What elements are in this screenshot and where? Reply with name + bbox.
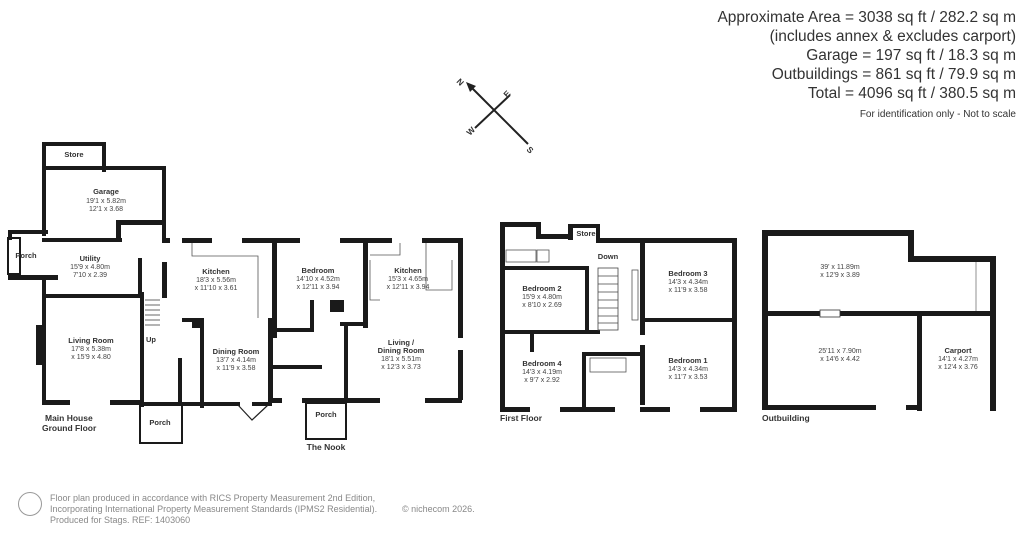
svg-text:x 9'7 x 2.92: x 9'7 x 2.92 [524, 377, 560, 384]
room-dining-room: Dining Room [213, 347, 260, 356]
compass-s: S [525, 144, 536, 155]
svg-text:x 12'9 x 3.89: x 12'9 x 3.89 [820, 272, 860, 279]
outbuildings-area: Outbuildings = 861 sq ft / 79.9 sq m [771, 66, 1016, 83]
garage-area: Garage = 197 sq ft / 18.3 sq m [806, 47, 1016, 64]
svg-text:x 14'6 x 4.42: x 14'6 x 4.42 [820, 356, 860, 363]
porch-walls [7, 237, 347, 444]
svg-text:x 11'10 x 3.61: x 11'10 x 3.61 [195, 285, 238, 292]
copyright: © nichecom 2026. [402, 504, 475, 514]
floor-label-main-1: Main House [45, 413, 93, 423]
room-carport: Carport [944, 346, 972, 355]
room-living-dining: Living / [388, 338, 415, 347]
svg-text:x 11'9 x 3.58: x 11'9 x 3.58 [669, 287, 708, 294]
floor-label-outbuilding: Outbuilding [762, 413, 810, 423]
svg-text:7'10 x 2.39: 7'10 x 2.39 [73, 272, 107, 279]
svg-text:12'1 x 3.68: 12'1 x 3.68 [89, 206, 123, 213]
room-store: Store [64, 150, 83, 159]
svg-text:19'1 x 5.82m: 19'1 x 5.82m [86, 198, 126, 205]
room-living-room: Living Room [68, 336, 114, 345]
compass-e: E [501, 88, 512, 99]
outbuilding-top-dims: 39' x 11.89m [820, 264, 860, 271]
stairs-up: Up [146, 335, 156, 344]
room-store-first: Store [576, 229, 595, 238]
disclaimer: For identification only - Not to scale [859, 109, 1016, 120]
svg-text:17'8 x 5.38m: 17'8 x 5.38m [71, 346, 111, 353]
room-porch-main: Porch [15, 251, 37, 260]
svg-text:14'1 x 4.27m: 14'1 x 4.27m [938, 356, 978, 363]
svg-text:13'7 x 4.14m: 13'7 x 4.14m [216, 357, 256, 364]
svg-text:x 11'9 x 3.58: x 11'9 x 3.58 [217, 365, 256, 372]
svg-text:14'10 x 4.52m: 14'10 x 4.52m [296, 276, 340, 283]
approximate-area: Approximate Area = 3038 sq ft / 282.2 sq… [717, 9, 1016, 26]
compass-icon [466, 82, 529, 145]
svg-text:x 15'9 x 4.80: x 15'9 x 4.80 [71, 354, 111, 361]
person-icon [18, 492, 42, 516]
svg-text:15'3 x 4.65m: 15'3 x 4.65m [388, 276, 428, 283]
svg-text:14'3 x 4.19m: 14'3 x 4.19m [522, 369, 562, 376]
bathroom-fixtures [505, 249, 639, 373]
staircase-ground [145, 299, 160, 326]
room-bedroom-4: Bedroom 4 [522, 359, 562, 368]
room-porch-hall: Porch [149, 418, 171, 427]
room-kitchen-main: Kitchen [202, 267, 230, 276]
outbuilding-bottom-dims: 25'11 x 7.90m [818, 348, 861, 355]
total-area: Total = 4096 sq ft / 380.5 sq m [807, 85, 1016, 102]
footer-text: Floor plan produced in accordance with R… [50, 493, 378, 525]
room-bedroom-1: Bedroom 1 [668, 356, 707, 365]
room-porch-nook: Porch [315, 410, 337, 419]
svg-text:Dining Room: Dining Room [378, 346, 425, 355]
compass-n: N [455, 76, 466, 87]
area-summary: Approximate Area = 3038 sq ft / 282.2 sq… [717, 8, 1016, 120]
kitchen-units [191, 243, 453, 318]
svg-text:x 12'3 x 3.73: x 12'3 x 3.73 [381, 364, 421, 371]
floor-label-first: First Floor [500, 413, 543, 423]
bay-window [237, 404, 269, 421]
staircase-first [597, 267, 619, 331]
floor-label-nook: The Nook [307, 442, 346, 452]
svg-text:x 8'10 x 2.69: x 8'10 x 2.69 [522, 302, 562, 309]
svg-text:18'1 x 5.51m: 18'1 x 5.51m [381, 356, 421, 363]
room-bedroom-3: Bedroom 3 [668, 269, 707, 278]
room-kitchen-nook: Kitchen [394, 266, 422, 275]
svg-text:18'3 x 5.56m: 18'3 x 5.56m [196, 277, 236, 284]
room-garage: Garage [93, 187, 119, 196]
svg-text:x 12'4 x 3.76: x 12'4 x 3.76 [938, 364, 978, 371]
svg-text:15'9 x 4.80m: 15'9 x 4.80m [70, 264, 110, 271]
svg-text:x 11'7 x 3.53: x 11'7 x 3.53 [669, 374, 708, 381]
stairs-down: Down [598, 252, 619, 261]
first-floor-walls [500, 222, 737, 412]
floor-label-main-2: Ground Floor [42, 423, 97, 433]
room-utility: Utility [80, 254, 102, 263]
room-bedroom-2: Bedroom 2 [522, 284, 561, 293]
outbuilding-walls [762, 230, 996, 411]
area-note: (includes annex & excludes carport) [769, 28, 1016, 45]
svg-text:14'3 x 4.34m: 14'3 x 4.34m [668, 366, 708, 373]
svg-text:x 12'11 x 3.94: x 12'11 x 3.94 [297, 284, 340, 291]
svg-text:15'9 x 4.80m: 15'9 x 4.80m [522, 294, 562, 301]
svg-text:x 12'11 x 3.94: x 12'11 x 3.94 [387, 284, 430, 291]
room-bedroom-nook: Bedroom [302, 266, 335, 275]
svg-text:14'3 x 4.34m: 14'3 x 4.34m [668, 279, 708, 286]
